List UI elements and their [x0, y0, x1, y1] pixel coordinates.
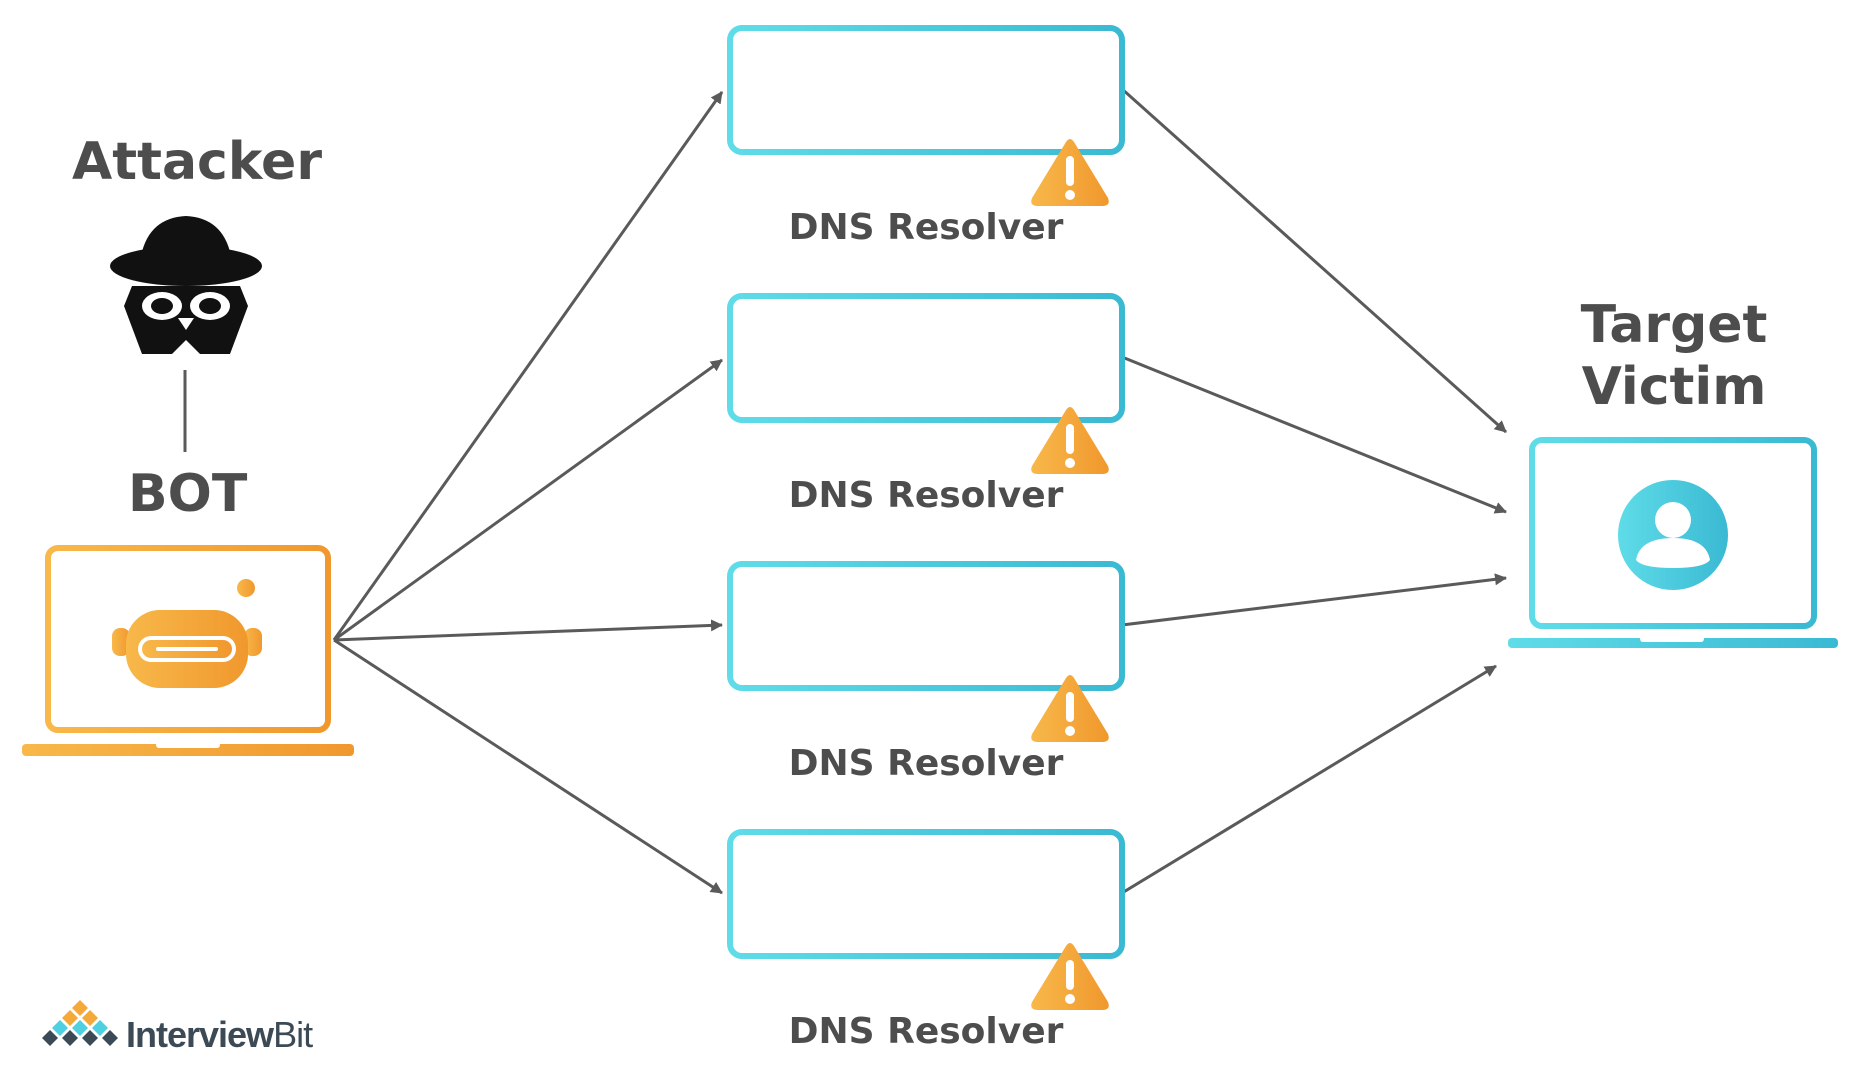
- dns-resolver-label-2: DNS Resolver: [788, 475, 1064, 516]
- dns-resolver-label-1: DNS Resolver: [788, 207, 1064, 248]
- dns-resolver-label-3: DNS Resolver: [788, 743, 1064, 784]
- arrow-resolver-4-target: [1121, 664, 1497, 895]
- arrows-bot-to-resolvers: [332, 91, 724, 895]
- brand-name-light: Bit: [273, 1014, 313, 1055]
- brand-name-bold: Interview: [126, 1014, 274, 1055]
- arrow-bot-resolver-3: [333, 619, 723, 642]
- arrow-resolver-2-target: [1121, 355, 1507, 514]
- dns-resolver-label-4: DNS Resolver: [788, 1011, 1064, 1052]
- robot-icon: [112, 579, 262, 688]
- arrows-resolvers-to-target: [1121, 87, 1507, 895]
- arrow-bot-resolver-4: [333, 638, 723, 895]
- arrow-resolver-3-target: [1121, 573, 1507, 627]
- user-icon: [1618, 480, 1728, 590]
- arrow-bot-resolver-1: [332, 91, 724, 641]
- spy-icon: [110, 216, 262, 354]
- target-label-line-1: Target: [1580, 295, 1768, 355]
- attacker-label: Attacker: [72, 132, 322, 192]
- target-label-line-2: Victim: [1581, 357, 1767, 417]
- arrow-bot-resolver-2: [333, 358, 723, 642]
- arrow-resolver-1-target: [1121, 87, 1507, 434]
- target-victim-label: Target Victim: [1504, 294, 1844, 418]
- bot-label: BOT: [128, 464, 248, 524]
- interviewbit-logo-icon: [42, 1000, 118, 1046]
- interviewbit-wordmark: InterviewBit: [126, 1014, 313, 1056]
